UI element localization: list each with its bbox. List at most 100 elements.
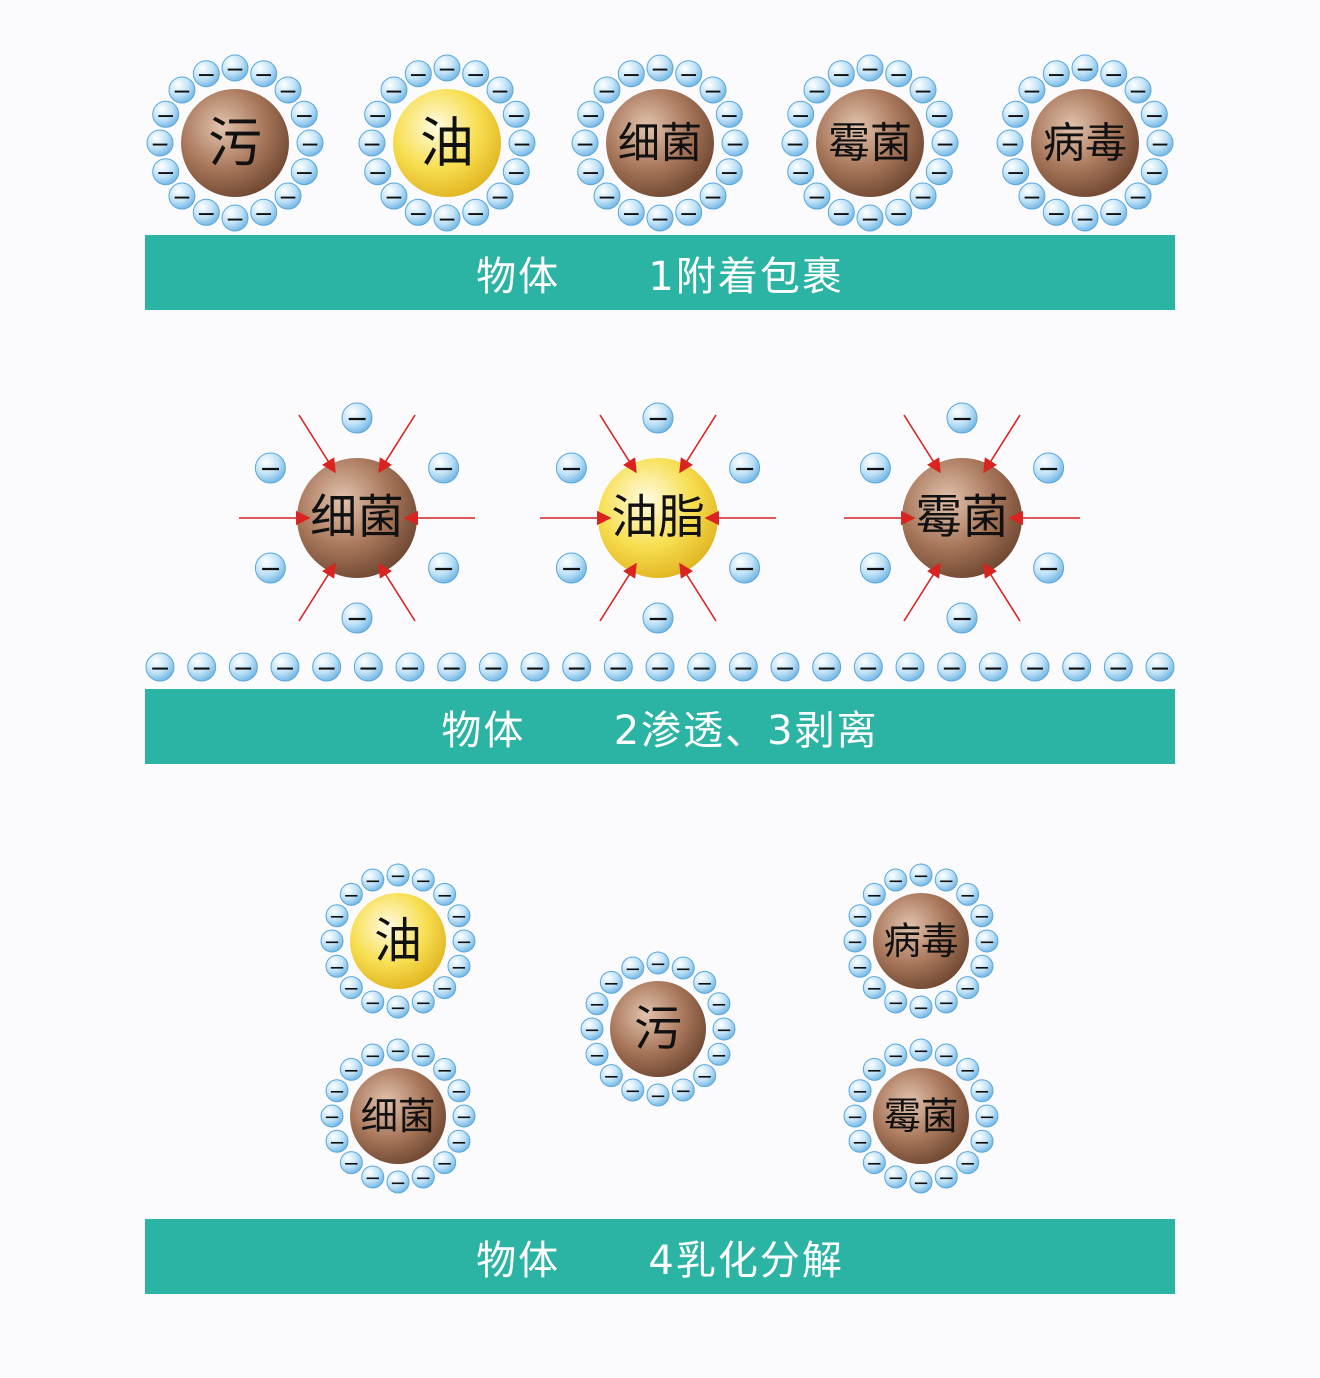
- svg-text:−: −: [913, 183, 933, 211]
- svg-text:−: −: [951, 604, 974, 635]
- svg-text:−: −: [451, 956, 468, 979]
- negative-ion-icon: −: [250, 60, 278, 89]
- negative-ion-icon: −: [970, 954, 994, 979]
- svg-text:−: −: [1006, 101, 1026, 129]
- svg-text:−: −: [451, 905, 468, 928]
- negative-ion-icon: −: [970, 904, 994, 928]
- negative-ion-icon: −: [452, 929, 476, 954]
- svg-text:−: −: [456, 1106, 473, 1129]
- negative-ion-icon: −: [970, 1079, 994, 1103]
- svg-text:−: −: [913, 997, 930, 1020]
- negative-ion-icon: −: [361, 1165, 385, 1189]
- svg-text:−: −: [1024, 654, 1045, 683]
- negative-ion-icon: −: [859, 552, 891, 585]
- negative-ion-icon: −: [934, 990, 958, 1014]
- svg-text:−: −: [938, 1166, 955, 1189]
- negative-ion-icon: −: [364, 100, 392, 129]
- svg-text:−: −: [979, 931, 996, 954]
- particle-label: 细菌: [618, 119, 702, 168]
- negative-ion-icon: −: [956, 976, 980, 1000]
- particle-stage3-3: −−−−−−−−−−−−−−−−病毒: [843, 863, 999, 1020]
- svg-text:−: −: [951, 404, 974, 435]
- svg-text:−: −: [864, 554, 887, 585]
- negative-ion-icon: −: [187, 652, 217, 683]
- svg-text:−: −: [278, 77, 298, 105]
- negative-ion-icon: −: [433, 882, 457, 907]
- negative-ion-icon: −: [254, 552, 286, 585]
- negative-ion-icon: −: [1140, 100, 1168, 129]
- negative-ion-icon: −: [593, 182, 621, 211]
- object-band-stage3: 物体 4乳化分解: [145, 1219, 1175, 1294]
- svg-text:−: −: [451, 1080, 468, 1103]
- svg-text:−: −: [343, 884, 360, 907]
- svg-text:−: −: [1066, 654, 1087, 683]
- svg-text:−: −: [847, 1106, 864, 1129]
- svg-text:−: −: [774, 654, 795, 683]
- svg-text:−: −: [149, 654, 170, 683]
- negative-ion-icon: −: [617, 198, 645, 227]
- svg-text:−: −: [887, 1045, 904, 1068]
- svg-text:−: −: [1075, 205, 1095, 233]
- negative-ion-icon: −: [1042, 60, 1070, 89]
- svg-text:−: −: [225, 205, 245, 233]
- svg-text:−: −: [329, 1131, 346, 1154]
- svg-text:−: −: [436, 884, 453, 907]
- negative-ion-icon: −: [452, 1104, 476, 1129]
- negative-ion-icon: −: [715, 158, 743, 187]
- negative-ion-icon: −: [693, 1064, 717, 1088]
- svg-text:−: −: [696, 972, 713, 995]
- svg-text:−: −: [1128, 183, 1148, 211]
- svg-text:−: −: [621, 199, 641, 227]
- negative-ion-icon: −: [411, 1165, 435, 1189]
- svg-text:−: −: [437, 55, 457, 83]
- svg-text:−: −: [390, 997, 407, 1020]
- particle-core: [902, 458, 1022, 578]
- svg-text:−: −: [852, 1080, 869, 1103]
- negative-ion-icon: −: [1145, 652, 1175, 683]
- negative-ion-icon: −: [931, 129, 959, 158]
- negative-ion-icon: −: [843, 929, 867, 954]
- negative-ion-icon: −: [827, 60, 855, 89]
- negative-ion-icon: −: [1124, 182, 1152, 211]
- negative-ion-icon: −: [884, 1165, 908, 1189]
- svg-text:−: −: [524, 654, 545, 683]
- negative-ion-icon: −: [646, 1083, 670, 1108]
- negative-ion-icon: −: [571, 129, 599, 158]
- particle-label: 霉菌: [915, 491, 1009, 545]
- negative-ion-icon: −: [1002, 100, 1030, 129]
- negative-ion-icon: −: [956, 1057, 980, 1082]
- svg-text:−: −: [807, 183, 827, 211]
- svg-text:−: −: [254, 199, 274, 227]
- negative-ion-icon: −: [946, 402, 978, 435]
- svg-text:−: −: [621, 61, 641, 89]
- negative-ion-icon: −: [358, 129, 386, 158]
- negative-ion-icon: −: [1100, 198, 1128, 227]
- negative-ion-icon: −: [956, 882, 980, 907]
- negative-ion-icon: −: [848, 954, 872, 979]
- negative-ion-icon: −: [341, 602, 373, 635]
- negative-ion-icon: −: [853, 652, 883, 683]
- negative-ion-icon: −: [1033, 452, 1065, 485]
- stage2-band-label: 物体 2渗透、3剥离: [441, 707, 879, 754]
- particle-stage3-1: −−−−−−−−−−−−−−−−细菌: [320, 1038, 476, 1195]
- negative-ion-icon: −: [729, 552, 761, 585]
- svg-text:−: −: [346, 404, 369, 435]
- negative-ion-icon: −: [827, 198, 855, 227]
- particle-core: [873, 1068, 969, 1164]
- negative-ion-icon: −: [729, 452, 761, 485]
- svg-text:−: −: [703, 77, 723, 105]
- negative-ion-icon: −: [433, 54, 461, 83]
- particle-core: [393, 89, 501, 197]
- particle-core: [598, 458, 718, 578]
- negative-ion-icon: −: [361, 990, 385, 1014]
- penetration-arrow: [378, 414, 416, 474]
- negative-ion-icon: −: [462, 198, 490, 227]
- svg-text:−: −: [259, 454, 282, 485]
- svg-text:−: −: [1150, 130, 1170, 158]
- negative-ion-icon: −: [925, 100, 953, 129]
- negative-ion-icon: −: [386, 1038, 410, 1063]
- svg-text:−: −: [597, 77, 617, 105]
- negative-ion-icon: −: [320, 1104, 344, 1129]
- negative-ion-icon: −: [946, 602, 978, 635]
- negative-ion-icon: −: [312, 652, 342, 683]
